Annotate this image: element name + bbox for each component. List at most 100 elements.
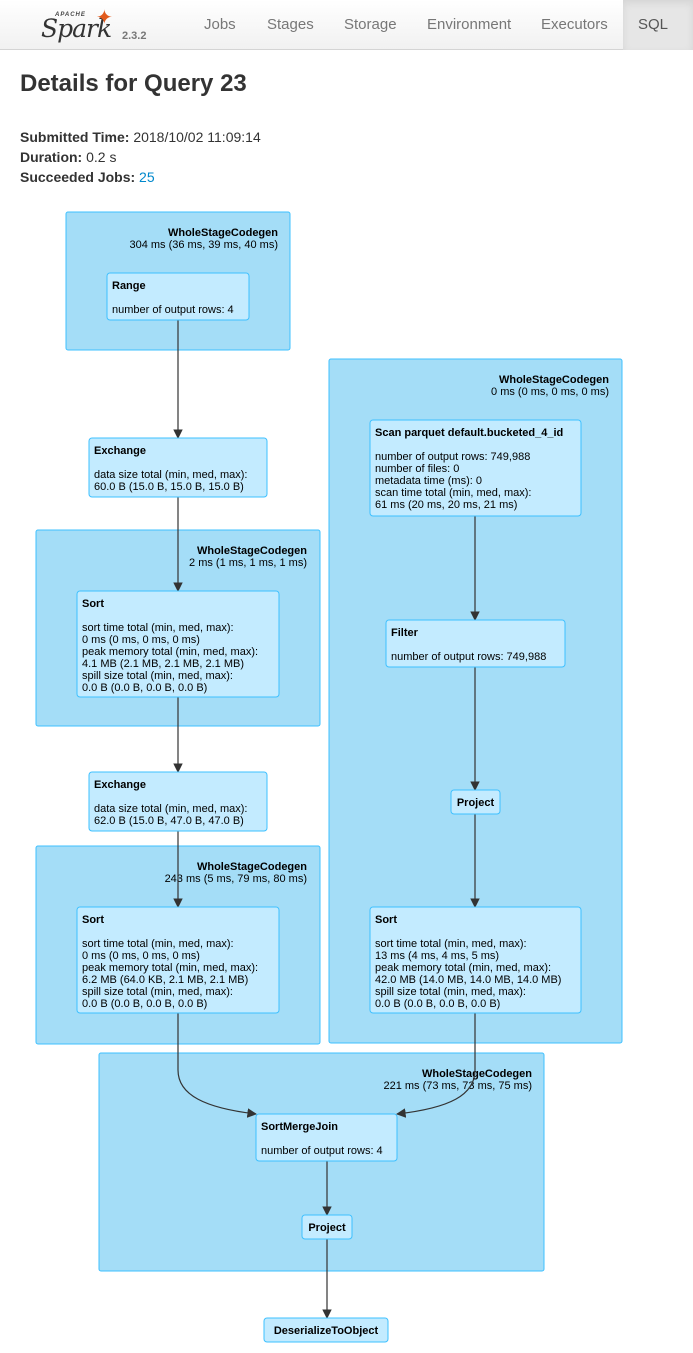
cluster-metric: 0 ms (0 ms, 0 ms, 0 ms) bbox=[491, 386, 609, 398]
plan-node-box[interactable] bbox=[255, 1113, 398, 1162]
tab-executors[interactable]: Executors bbox=[541, 16, 608, 33]
plan-node-exchange1[interactable]: Exchange data size total (min, med, max):… bbox=[88, 437, 268, 498]
plan-node-title: Sort bbox=[82, 914, 104, 926]
cluster-metric: 221 ms (73 ms, 73 ms, 75 ms) bbox=[383, 1080, 532, 1092]
plan-node-metric: sort time total (min, med, max): bbox=[82, 938, 234, 950]
plan-node-metric: peak memory total (min, med, max): bbox=[82, 962, 258, 974]
plan-node-metric: sort time total (min, med, max): bbox=[82, 622, 234, 634]
plan-node-project2[interactable]: Project bbox=[301, 1214, 353, 1240]
plan-node-metric: 6.2 MB (64.0 KB, 2.1 MB, 2.1 MB) bbox=[82, 974, 248, 986]
plan-node-project1[interactable]: Project bbox=[450, 789, 501, 815]
plan-node-box[interactable] bbox=[88, 437, 268, 498]
plan-node-metric: 60.0 B (15.0 B, 15.0 B, 15.0 B) bbox=[94, 481, 244, 493]
tab-jobs[interactable]: Jobs bbox=[204, 16, 236, 33]
plan-node-box[interactable] bbox=[76, 590, 280, 698]
submitted-time-value: 2018/10/02 11:09:14 bbox=[133, 129, 261, 145]
plan-node-metric: 62.0 B (15.0 B, 47.0 B, 47.0 B) bbox=[94, 815, 244, 827]
plan-node-box[interactable] bbox=[106, 272, 250, 321]
plan-node-deser[interactable]: DeserializeToObject bbox=[263, 1317, 389, 1343]
plan-node-title: Exchange bbox=[94, 779, 146, 791]
plan-node-metric: data size total (min, med, max): bbox=[94, 803, 247, 815]
cluster-title: WholeStageCodegen bbox=[422, 1068, 532, 1080]
plan-node-box[interactable] bbox=[450, 789, 501, 815]
plan-node-metric: number of output rows: 4 bbox=[261, 1145, 383, 1157]
spark-version: 2.3.2 bbox=[122, 30, 147, 42]
top-navbar: APACHE Spark ✦ 2.3.2 Jobs Stages Storage… bbox=[0, 0, 693, 50]
plan-node-metric: 0 ms (0 ms, 0 ms, 0 ms) bbox=[82, 950, 200, 962]
succeeded-jobs-link[interactable]: 25 bbox=[139, 169, 155, 185]
plan-node-smj[interactable]: SortMergeJoin number of output rows: 4 bbox=[255, 1113, 398, 1162]
plan-node-title: Scan parquet default.bucketed_4_id bbox=[375, 427, 563, 439]
plan-node-box[interactable] bbox=[369, 906, 582, 1014]
plan-node-metric: number of files: 0 bbox=[375, 463, 459, 475]
plan-node-range[interactable]: Range number of output rows: 4 bbox=[106, 272, 250, 321]
spark-logo[interactable]: APACHE Spark ✦ 2.3.2 bbox=[38, 2, 153, 48]
plan-node-metric: 4.1 MB (2.1 MB, 2.1 MB, 2.1 MB) bbox=[82, 658, 244, 670]
tab-stages[interactable]: Stages bbox=[267, 16, 314, 33]
plan-node-exchange2[interactable]: Exchange data size total (min, med, max):… bbox=[88, 771, 268, 832]
plan-node-metric: data size total (min, med, max): bbox=[94, 469, 247, 481]
plan-node-title: SortMergeJoin bbox=[261, 1121, 338, 1133]
duration-label: Duration: bbox=[20, 149, 83, 165]
spark-star-icon: ✦ bbox=[96, 7, 113, 29]
logo-apache-text: APACHE bbox=[55, 12, 86, 18]
plan-node-scan[interactable]: Scan parquet default.bucketed_4_idnumber… bbox=[369, 419, 582, 517]
plan-node-box[interactable] bbox=[385, 619, 566, 668]
plan-node-metric: spill size total (min, med, max): bbox=[82, 670, 233, 682]
duration-value: 0.2 s bbox=[86, 149, 117, 165]
plan-node-box[interactable] bbox=[301, 1214, 353, 1240]
plan-node-metric: scan time total (min, med, max): bbox=[375, 487, 532, 499]
plan-node-metric: metadata time (ms): 0 bbox=[375, 475, 482, 487]
cluster-metric: 304 ms (36 ms, 39 ms, 40 ms) bbox=[129, 239, 278, 251]
cluster-metric: 243 ms (5 ms, 79 ms, 80 ms) bbox=[165, 873, 307, 885]
plan-node-metric: 0.0 B (0.0 B, 0.0 B, 0.0 B) bbox=[82, 682, 207, 694]
submitted-time-label: Submitted Time: bbox=[20, 129, 130, 145]
cluster-title: WholeStageCodegen bbox=[499, 374, 609, 386]
plan-node-title: Exchange bbox=[94, 445, 146, 457]
plan-node-box[interactable] bbox=[76, 906, 280, 1014]
tab-environment[interactable]: Environment bbox=[427, 16, 512, 33]
tab-sql[interactable]: SQL bbox=[623, 0, 693, 50]
plan-node-title: Project bbox=[308, 1222, 346, 1234]
plan-node-metric: peak memory total (min, med, max): bbox=[375, 962, 551, 974]
plan-node-title: Range bbox=[112, 280, 146, 292]
plan-node-metric: 42.0 MB (14.0 MB, 14.0 MB, 14.0 MB) bbox=[375, 974, 561, 986]
plan-node-metric: number of output rows: 749,988 bbox=[391, 651, 546, 663]
plan-node-metric: 13 ms (4 ms, 4 ms, 5 ms) bbox=[375, 950, 499, 962]
plan-node-metric: peak memory total (min, med, max): bbox=[82, 646, 258, 658]
tab-storage[interactable]: Storage bbox=[344, 16, 397, 33]
plan-node-title: Sort bbox=[375, 914, 397, 926]
plan-node-filter[interactable]: Filter number of output rows: 749,988 bbox=[385, 619, 566, 668]
plan-node-metric: 0 ms (0 ms, 0 ms, 0 ms) bbox=[82, 634, 200, 646]
query-summary: Submitted Time: 2018/10/02 11:09:14 Dura… bbox=[20, 127, 261, 187]
plan-node-sort1[interactable]: Sort sort time total (min, med, max):0 ms… bbox=[76, 590, 280, 698]
plan-node-title: DeserializeToObject bbox=[274, 1325, 379, 1337]
plan-node-box[interactable] bbox=[88, 771, 268, 832]
submitted-time-row: Submitted Time: 2018/10/02 11:09:14 bbox=[20, 127, 261, 147]
plan-node-metric: 0.0 B (0.0 B, 0.0 B, 0.0 B) bbox=[375, 998, 500, 1010]
cluster-title: WholeStageCodegen bbox=[168, 227, 278, 239]
plan-node-title: Filter bbox=[391, 627, 419, 639]
plan-node-metric: spill size total (min, med, max): bbox=[375, 986, 526, 998]
page-title: Details for Query 23 bbox=[20, 70, 247, 97]
succeeded-jobs-label: Succeeded Jobs: bbox=[20, 169, 136, 185]
plan-node-metric: sort time total (min, med, max): bbox=[375, 938, 527, 950]
plan-node-box[interactable] bbox=[263, 1317, 389, 1343]
plan-node-metric: number of output rows: 749,988 bbox=[375, 451, 530, 463]
plan-node-sort3[interactable]: Sort sort time total (min, med, max):13 m… bbox=[369, 906, 582, 1014]
plan-node-metric: spill size total (min, med, max): bbox=[82, 986, 233, 998]
plan-node-metric: number of output rows: 4 bbox=[112, 304, 234, 316]
plan-node-sort2[interactable]: Sort sort time total (min, med, max):0 ms… bbox=[76, 906, 280, 1014]
plan-node-title: Project bbox=[457, 797, 495, 809]
plan-node-metric: 61 ms (20 ms, 20 ms, 21 ms) bbox=[375, 499, 517, 511]
plan-node-title: Sort bbox=[82, 598, 104, 610]
plan-node-box[interactable] bbox=[369, 419, 582, 517]
cluster-metric: 2 ms (1 ms, 1 ms, 1 ms) bbox=[189, 557, 307, 569]
succeeded-jobs-row: Succeeded Jobs: 25 bbox=[20, 167, 261, 187]
logo-spark-text: Spark bbox=[41, 14, 112, 43]
dag-edge-arrow bbox=[396, 1013, 476, 1118]
duration-row: Duration: 0.2 s bbox=[20, 147, 261, 167]
plan-node-metric: 0.0 B (0.0 B, 0.0 B, 0.0 B) bbox=[82, 998, 207, 1010]
cluster-title: WholeStageCodegen bbox=[197, 861, 307, 873]
